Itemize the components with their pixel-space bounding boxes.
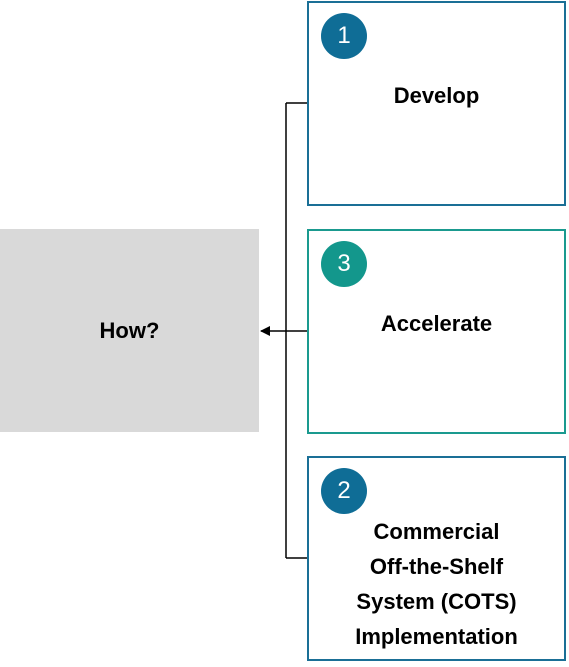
option-box-cots: 2 Commercial Off-the-Shelf System (COTS)… xyxy=(307,456,566,661)
how-label: How? xyxy=(99,317,160,343)
option-title-accelerate: Accelerate xyxy=(309,311,564,337)
option-title-cots: Commercial Off-the-Shelf System (COTS) I… xyxy=(309,514,564,654)
option-box-accelerate: 3 Accelerate xyxy=(307,229,566,434)
title-line: Commercial xyxy=(373,519,500,544)
badge-number-develop: 1 xyxy=(321,13,367,59)
title-line: Off-the-Shelf xyxy=(369,554,504,579)
option-box-develop: 1 Develop xyxy=(307,1,566,206)
badge-number-cots: 2 xyxy=(321,468,367,514)
badge-number-accelerate: 3 xyxy=(321,241,367,287)
title-line: Develop xyxy=(393,83,480,108)
how-box: How? xyxy=(0,229,259,432)
option-title-develop: Develop xyxy=(309,83,564,109)
title-line: Implementation xyxy=(355,624,518,649)
title-line: Accelerate xyxy=(380,311,493,336)
title-line: System (COTS) xyxy=(356,589,517,614)
